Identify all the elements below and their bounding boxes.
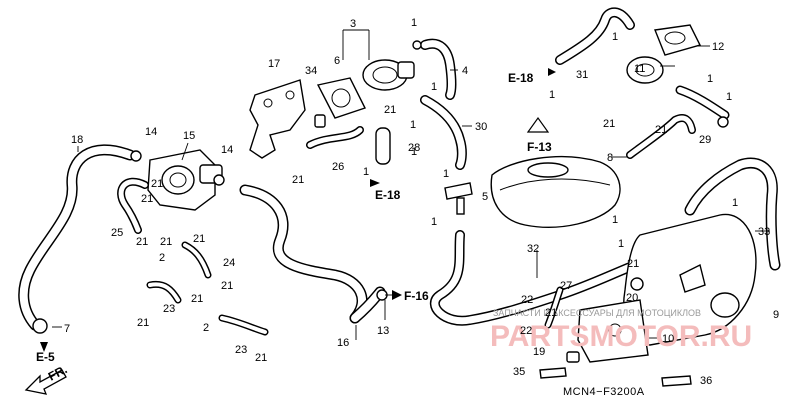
part-label: 19	[533, 346, 545, 358]
part-label: 33	[758, 226, 770, 238]
part-label: 3	[350, 18, 356, 30]
part-label: 1	[612, 31, 618, 43]
part-labels: 1 1 1 1 1 1 1 1 1 1 1 1 1 1 2 2 3 4 5 6 …	[64, 17, 779, 387]
part-label: 1	[411, 17, 417, 29]
part-label: 21	[136, 236, 148, 248]
part-label: 7	[64, 323, 70, 335]
part-label: 21	[193, 233, 205, 245]
hose-group	[18, 7, 781, 336]
part-label: 6	[334, 55, 340, 67]
part-label: 22	[520, 325, 532, 337]
part-label: 21	[151, 178, 163, 190]
part-label: 2	[159, 252, 165, 264]
part-label: 21	[545, 307, 557, 319]
part-label: 12	[712, 41, 724, 53]
part-label: 28	[408, 142, 420, 154]
part-label: 1	[549, 89, 555, 101]
part-label: 21	[292, 174, 304, 186]
part-label: 1	[612, 214, 618, 226]
part-label: 21	[627, 258, 639, 270]
part-label: 31	[576, 69, 588, 81]
reference-arrows	[40, 68, 556, 352]
ref-label: F-13	[527, 140, 552, 154]
part-label: 35	[513, 366, 525, 378]
part-label: 18	[71, 134, 83, 146]
part-label: 1	[726, 91, 732, 103]
part-label: 11	[634, 63, 645, 75]
watermark-logo: PARTSMOTOR.RU	[490, 320, 752, 353]
part-label: 1	[410, 119, 416, 131]
part-label: 21	[655, 124, 667, 136]
part-label: 1	[443, 168, 449, 180]
part-label: 21	[603, 118, 615, 130]
part-label: 21	[221, 280, 233, 292]
part-label: 1	[363, 166, 369, 178]
watermark-text: ЗАПЧАСТИ И АКСЕССУАРЫ ДЛЯ МОТОЦИКЛОВ	[493, 308, 701, 318]
part-label: 14	[145, 126, 157, 138]
part-label: 2	[203, 322, 209, 334]
part-label: 21	[191, 293, 203, 305]
part-label: 9	[773, 309, 779, 321]
part-label: 15	[183, 130, 195, 142]
part-label: 1	[618, 238, 624, 250]
part-label: 21	[141, 193, 153, 205]
part-label: 4	[462, 65, 468, 77]
part-label: 1	[431, 81, 437, 93]
part-label: 32	[527, 243, 539, 255]
part-label: 14	[221, 144, 233, 156]
part-label: 8	[607, 152, 613, 164]
part-label: 21	[160, 236, 172, 248]
part-label: 1	[707, 73, 713, 85]
part-label: 1	[411, 146, 417, 158]
part-label: 1	[732, 197, 738, 209]
part-label: 27	[560, 280, 572, 292]
ref-label: E-18	[508, 71, 534, 85]
part-label: 5	[482, 191, 488, 203]
part-label: 29	[699, 134, 711, 146]
front-arrow-icon	[24, 369, 67, 395]
part-label: 36	[700, 375, 712, 387]
part-label: 30	[475, 121, 487, 133]
diagram-code: MCN4−F3200A	[563, 386, 645, 398]
part-label: 10	[662, 333, 674, 345]
part-label: 21	[137, 317, 149, 329]
leader-lines	[52, 29, 770, 340]
part-label: 22	[521, 294, 533, 306]
part-label: 1	[431, 216, 437, 228]
part-label: 23	[235, 344, 247, 356]
ref-label: E-5	[36, 350, 55, 364]
part-label: 26	[332, 161, 344, 173]
ref-label: E-18	[375, 188, 401, 202]
part-label: 23	[163, 303, 175, 315]
part-label: 21	[384, 104, 396, 116]
part-label: 24	[223, 257, 235, 269]
component-group	[32, 24, 757, 387]
part-label: 25	[111, 227, 123, 239]
part-label: 17	[268, 58, 280, 70]
part-label: 21	[255, 352, 267, 364]
part-label: 13	[377, 325, 389, 337]
part-label: 16	[337, 337, 349, 349]
part-label: 20	[626, 292, 638, 304]
part-label: 34	[305, 65, 317, 77]
ref-label: F-16	[404, 289, 429, 303]
